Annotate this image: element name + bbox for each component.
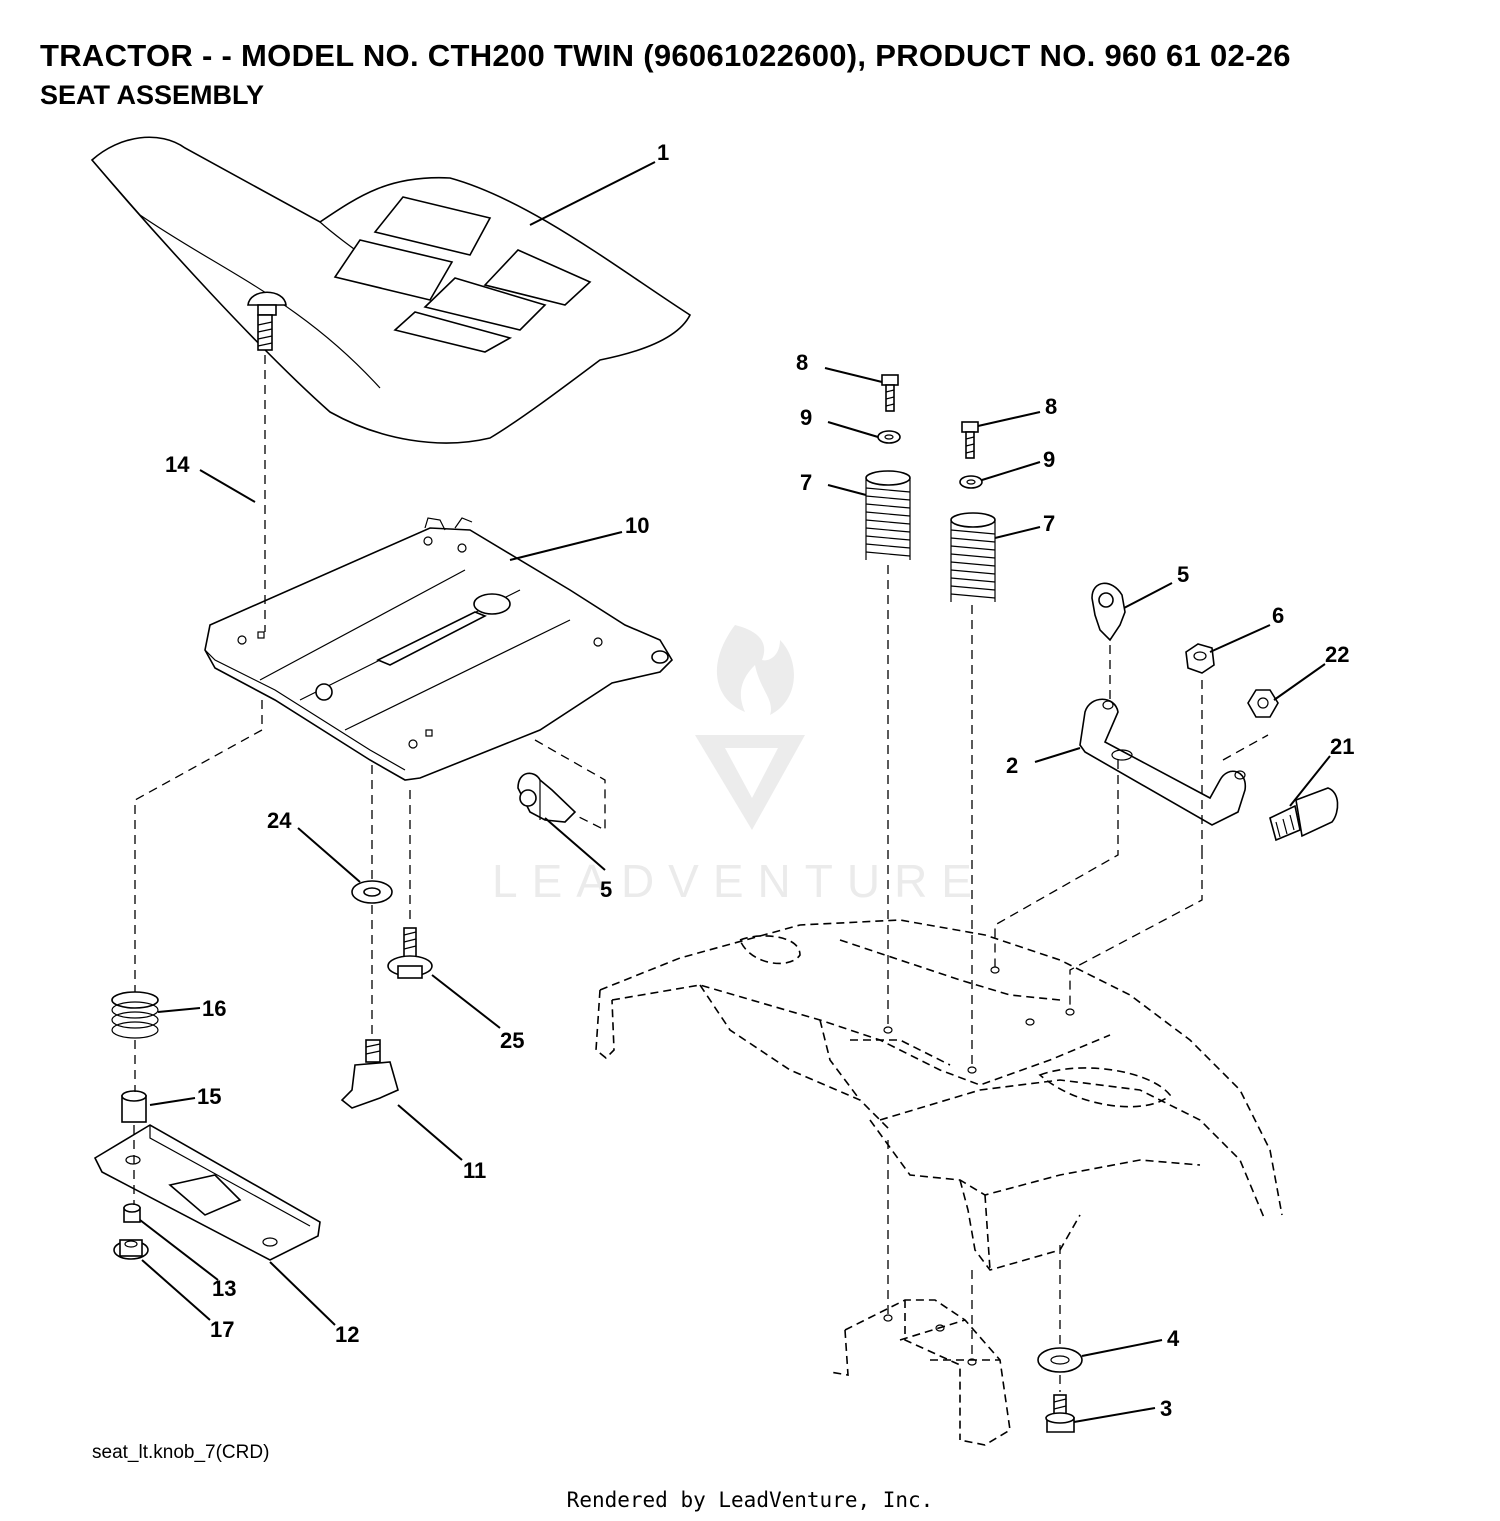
seat-pan — [204, 517, 674, 781]
seat-switch-clip-left — [517, 772, 577, 823]
tractor-frame-phantom — [595, 919, 1283, 1446]
callout-8-left: 8 — [796, 350, 808, 375]
flange-nut-17 — [113, 1239, 149, 1260]
slide-bracket — [93, 1124, 321, 1261]
page-title: TRACTOR - - MODEL NO. CTH200 TWIN (96061… — [40, 38, 1291, 73]
watermark-text: LEADVENTURE — [492, 855, 986, 907]
callout-9-right: 9 — [1043, 447, 1055, 472]
callout-12: 12 — [335, 1322, 359, 1347]
seat — [90, 136, 692, 444]
carriage-bolt — [247, 291, 287, 351]
washer-9-left — [877, 430, 901, 444]
shoulder-bolt — [1269, 787, 1339, 842]
nut-22 — [1247, 689, 1279, 718]
callout-14: 14 — [165, 452, 190, 477]
callout-17: 17 — [210, 1317, 234, 1342]
spring-16 — [111, 991, 159, 1039]
callout-8-right: 8 — [1045, 394, 1057, 419]
callout-10: 10 — [625, 513, 649, 538]
callout-3: 3 — [1160, 1396, 1172, 1421]
callout-11: 11 — [463, 1158, 486, 1183]
callout-15: 15 — [197, 1084, 221, 1109]
callout-24: 24 — [267, 808, 292, 833]
callout-labels: 1 14 10 5 24 25 16 15 11 13 17 12 8 9 7 … — [165, 140, 1354, 1421]
nut-6 — [1185, 643, 1215, 674]
callout-2: 2 — [1006, 753, 1018, 778]
seat-switch-clip-right — [1091, 582, 1126, 642]
nut-13 — [123, 1203, 141, 1223]
hex-bolt-3 — [1045, 1394, 1075, 1433]
pivot-bracket — [1079, 698, 1246, 826]
spring-7-left — [865, 470, 911, 560]
leader-lines — [139, 161, 1331, 1423]
washer-9-right — [959, 475, 983, 489]
bolt-8-left — [881, 374, 899, 412]
render-credit: Rendered by LeadVenture, Inc. — [566, 1488, 934, 1512]
callout-22: 22 — [1325, 642, 1349, 667]
page-subtitle: SEAT ASSEMBLY — [40, 80, 265, 110]
callout-13: 13 — [212, 1276, 236, 1301]
leadventure-watermark: LEADVENTURE — [492, 625, 986, 907]
washer-4 — [1037, 1347, 1083, 1373]
adjustment-knob — [340, 1039, 399, 1109]
washer-24 — [351, 880, 393, 904]
frame-holes — [883, 966, 1075, 1366]
callout-7-right: 7 — [1043, 511, 1055, 536]
callout-5-left: 5 — [600, 877, 612, 902]
callout-21: 21 — [1330, 734, 1354, 759]
spring-7-right — [950, 512, 996, 602]
callout-7-left: 7 — [800, 470, 812, 495]
callout-1: 1 — [657, 140, 669, 165]
callout-9-left: 9 — [800, 405, 812, 430]
diagram-filename: seat_lt.knob_7(CRD) — [92, 1442, 270, 1463]
alignment-lines — [133, 355, 1269, 1392]
callout-6: 6 — [1272, 603, 1284, 628]
bolt-8-right — [961, 421, 979, 459]
callout-16: 16 — [202, 996, 226, 1021]
spacer-15 — [121, 1090, 147, 1123]
callout-5-right: 5 — [1177, 562, 1189, 587]
callout-4: 4 — [1167, 1326, 1180, 1351]
callout-25: 25 — [500, 1028, 524, 1053]
flange-bolt-25 — [387, 927, 433, 979]
